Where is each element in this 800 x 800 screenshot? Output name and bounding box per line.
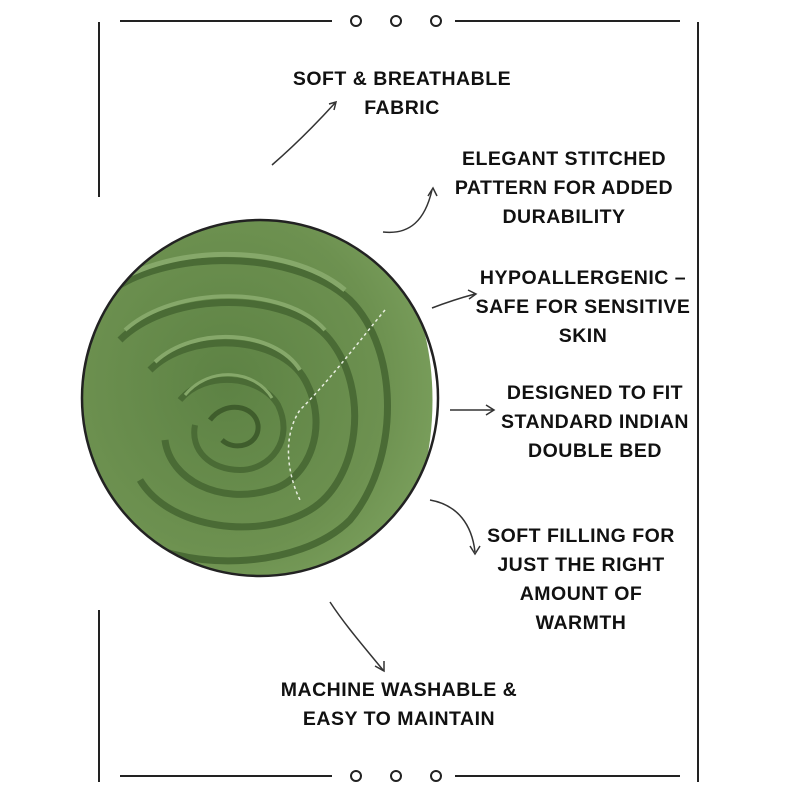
feature-line: MACHINE WASHABLE & bbox=[280, 679, 518, 701]
feature-fit-callout: DESIGNED TO FIT STANDARD INDIAN DOUBLE B… bbox=[490, 379, 700, 466]
bottom-border-left bbox=[120, 775, 332, 777]
feature-fabric-callout: SOFT & BREATHABLE FABRIC bbox=[286, 65, 518, 123]
feature-line: DESIGNED TO FIT bbox=[506, 382, 684, 404]
quilt-roll-image bbox=[82, 220, 438, 576]
arrow-hypo bbox=[431, 293, 476, 309]
arrow-head bbox=[467, 289, 478, 300]
feature-line: SOFT & BREATHABLE bbox=[292, 68, 512, 90]
feature-stitched-callout: ELEGANT STITCHED PATTERN FOR ADDED DURAB… bbox=[446, 145, 682, 232]
feature-line: JUST THE RIGHT bbox=[497, 554, 665, 576]
bottom-ornament-dot bbox=[350, 770, 362, 782]
arrow-head bbox=[328, 100, 338, 111]
arrow-head bbox=[485, 404, 496, 416]
feature-line: DURABILITY bbox=[502, 206, 626, 228]
feature-hypo-callout: HYPOALLERGENIC – SAFE FOR SENSITIVE SKIN bbox=[470, 264, 696, 351]
feature-line: EASY TO MAINTAIN bbox=[302, 708, 496, 730]
top-ornament-dot bbox=[350, 15, 362, 27]
bottom-ornament-dot bbox=[390, 770, 402, 782]
feature-line: SOFT FILLING FOR bbox=[487, 525, 675, 547]
feature-filling-callout: SOFT FILLING FOR JUST THE RIGHT AMOUNT O… bbox=[476, 522, 686, 638]
left-border bbox=[98, 610, 100, 782]
top-ornament-dot bbox=[390, 15, 402, 27]
feature-line: ELEGANT STITCHED bbox=[461, 148, 667, 170]
top-border-left bbox=[120, 20, 332, 22]
feature-line: AMOUNT OF bbox=[519, 583, 643, 605]
arrow-head bbox=[374, 661, 385, 673]
arrow-wash bbox=[329, 601, 384, 671]
arrow-filling bbox=[429, 499, 476, 553]
arrow-head bbox=[427, 186, 438, 197]
feature-wash-callout: MACHINE WASHABLE & EASY TO MAINTAIN bbox=[268, 676, 530, 734]
bottom-border-right bbox=[455, 775, 680, 777]
left-border bbox=[98, 22, 100, 197]
right-border bbox=[697, 22, 699, 782]
feature-line: PATTERN FOR ADDED bbox=[454, 177, 674, 199]
top-ornament-dot bbox=[430, 15, 442, 27]
arrow-fabric bbox=[271, 102, 336, 166]
feature-line: SAFE FOR SENSITIVE bbox=[475, 296, 691, 318]
top-border-right bbox=[455, 20, 680, 22]
feature-line: WARMTH bbox=[535, 612, 627, 634]
feature-line: HYPOALLERGENIC – bbox=[479, 267, 687, 289]
arrow-head bbox=[469, 545, 481, 556]
image-circle-frame bbox=[80, 218, 440, 578]
feature-line: SKIN bbox=[558, 325, 608, 347]
feature-line: DOUBLE BED bbox=[528, 440, 662, 462]
callout-arrows bbox=[271, 100, 496, 673]
feature-line: STANDARD INDIAN bbox=[500, 411, 690, 433]
feature-line: FABRIC bbox=[364, 97, 440, 119]
arrow-stitched bbox=[382, 189, 433, 234]
bottom-ornament-dot bbox=[430, 770, 442, 782]
